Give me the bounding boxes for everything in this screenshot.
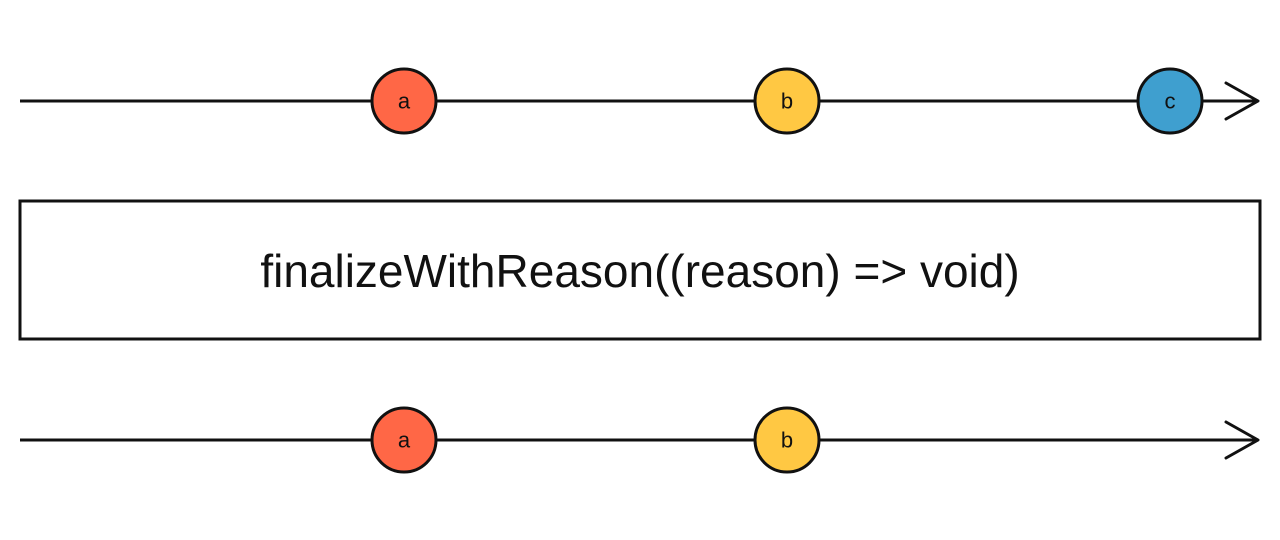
input-marble-a: a	[370, 67, 438, 135]
output-marble-circle	[753, 406, 821, 474]
input-marble-label: a	[398, 89, 411, 114]
input-marble-circle	[1136, 67, 1204, 135]
input-marble-label: c	[1165, 89, 1176, 114]
input-arrowhead-icon	[1224, 81, 1260, 121]
input-stream: a b c	[20, 67, 1260, 135]
input-marble-b: b	[753, 67, 821, 135]
output-marble-label: a	[398, 428, 411, 453]
operator-box: finalizeWithReason((reason) => void)	[18, 199, 1262, 341]
input-marble-circle	[370, 67, 438, 135]
output-marble-label: b	[781, 428, 793, 453]
input-marble-label: b	[781, 89, 793, 114]
output-marble-circle	[370, 406, 438, 474]
operator-box-frame	[18, 199, 1262, 341]
output-marble-b: b	[753, 406, 821, 474]
operator-label: finalizeWithReason((reason) => void)	[260, 245, 1019, 297]
input-marbles: a b c	[370, 67, 1204, 135]
output-marble-a: a	[370, 406, 438, 474]
input-marble-c: c	[1136, 67, 1204, 135]
output-arrowhead-icon	[1224, 420, 1260, 460]
input-marble-circle	[753, 67, 821, 135]
